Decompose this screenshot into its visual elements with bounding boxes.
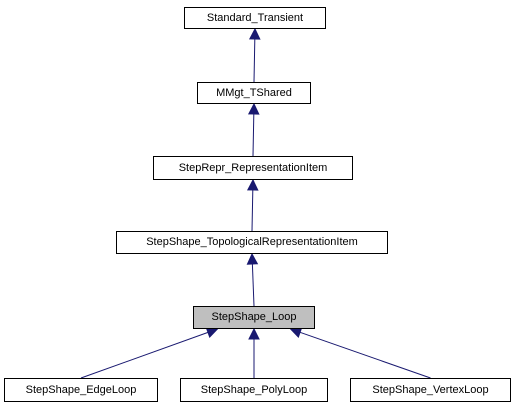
- arrowhead-poly_loop-to-loop: [248, 327, 260, 340]
- node-stepr-representation-item[interactable]: StepRepr_RepresentationItem: [153, 156, 353, 180]
- node-mmgt-tshared[interactable]: MMgt_TShared: [197, 82, 311, 104]
- edge-topological_representation_item-to-stepr_representation_item: [251, 189, 254, 232]
- node-stepr-representation-item-label: StepRepr_RepresentationItem: [178, 162, 328, 174]
- node-poly-loop[interactable]: StepShape_PolyLoop: [180, 378, 328, 402]
- node-standard-transient-label: Standard_Transient: [206, 12, 304, 24]
- edge-loop-to-topological_representation_item: [251, 263, 255, 307]
- node-vertex-loop[interactable]: StepShape_VertexLoop: [350, 378, 511, 402]
- arrowhead-stepr_representation_item-to-mmgt_tshared: [247, 102, 260, 115]
- node-mmgt-tshared-label: MMgt_TShared: [216, 87, 292, 99]
- arrowhead-vertex_loop-to-loop: [289, 326, 303, 338]
- node-standard-transient[interactable]: Standard_Transient: [184, 7, 326, 29]
- edge-vertex_loop-to-loop: [299, 331, 431, 379]
- node-edge-loop-label: StepShape_EdgeLoop: [25, 384, 137, 396]
- arrowhead-topological_representation_item-to-stepr_representation_item: [246, 178, 259, 191]
- node-loop-label: StepShape_Loop: [211, 311, 297, 323]
- arrowhead-edge_loop-to-loop: [205, 327, 219, 339]
- node-loop-current: StepShape_Loop: [193, 306, 315, 329]
- node-edge-loop[interactable]: StepShape_EdgeLoop: [4, 378, 158, 402]
- node-topological-representation-item-label: StepShape_TopologicalRepresentationItem: [146, 236, 358, 248]
- node-vertex-loop-label: StepShape_VertexLoop: [372, 384, 489, 396]
- edge-stepr_representation_item-to-mmgt_tshared: [252, 113, 255, 157]
- node-topological-representation-item[interactable]: StepShape_TopologicalRepresentationItem: [116, 231, 388, 254]
- edge-edge_loop-to-loop: [80, 331, 209, 379]
- edge-mmgt_tshared-to-standard_transient: [253, 38, 256, 83]
- arrowhead-mmgt_tshared-to-standard_transient: [248, 27, 261, 40]
- node-poly-loop-label: StepShape_PolyLoop: [200, 384, 308, 396]
- arrowhead-loop-to-topological_representation_item: [246, 252, 259, 265]
